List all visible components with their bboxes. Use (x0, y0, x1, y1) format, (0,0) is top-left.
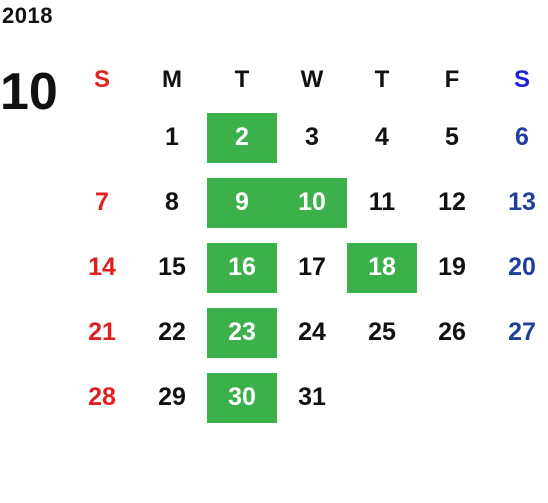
day-cell: 8 (165, 188, 179, 216)
day-cell: 25 (368, 318, 396, 346)
day-cell: 15 (158, 253, 186, 281)
day-cell (347, 373, 417, 423)
week-row: 14 15 16 17 18 19 20 (67, 235, 548, 300)
weekday-wednesday: W (300, 66, 324, 93)
day-cell: 22 (158, 318, 186, 346)
day-cell: 27 (508, 318, 536, 346)
highlighted-day-cell: 10 (277, 177, 347, 228)
day-cell: 28 (88, 383, 116, 411)
highlighted-day-cell: 16 (207, 242, 277, 293)
month-number: 10 (0, 63, 58, 121)
weekday-thursday: T (374, 66, 390, 93)
day-cell: 21 (88, 318, 116, 346)
weekday-header-row: S M T W T F S (67, 55, 548, 105)
day-cell (487, 373, 548, 423)
day-cell: 17 (298, 253, 326, 281)
calendar-grid: S M T W T F S 1 2 3 4 5 6 7 8 9 10 11 12… (67, 55, 548, 430)
day-cell: 5 (445, 123, 459, 151)
weekday-sunday: S (93, 66, 110, 93)
day-cell (67, 113, 137, 163)
highlighted-day-cell: 23 (207, 307, 277, 358)
day-cell: 14 (88, 253, 116, 281)
day-cell: 29 (158, 383, 186, 411)
year-label: 2018 (2, 3, 53, 28)
highlighted-day-cell: 9 (207, 177, 277, 228)
day-cell: 3 (305, 123, 319, 151)
day-cell: 26 (438, 318, 466, 346)
day-cell: 4 (375, 123, 389, 151)
day-cell: 6 (515, 123, 529, 151)
weekday-saturday: S (513, 66, 530, 93)
day-cell: 7 (95, 188, 109, 216)
day-cell: 12 (438, 188, 466, 216)
day-cell: 19 (438, 253, 466, 281)
day-cell: 31 (298, 383, 326, 411)
day-cell: 11 (368, 188, 396, 216)
highlighted-day-cell: 18 (347, 242, 417, 293)
highlighted-day-cell: 30 (207, 372, 277, 423)
week-row: 1 2 3 4 5 6 (67, 105, 548, 170)
day-cell: 13 (508, 188, 536, 216)
day-cell: 20 (508, 253, 536, 281)
week-row: 21 22 23 24 25 26 27 (67, 300, 548, 365)
day-cell: 1 (165, 123, 179, 151)
week-row: 28 29 30 31 (67, 365, 548, 430)
day-cell (417, 373, 487, 423)
day-cell: 24 (298, 318, 326, 346)
highlighted-day-cell: 2 (207, 112, 277, 163)
weekday-friday: F (444, 66, 460, 93)
week-row: 7 8 9 10 11 12 13 (67, 170, 548, 235)
weekday-monday: M (162, 66, 182, 93)
weekday-tuesday: T (234, 66, 250, 93)
